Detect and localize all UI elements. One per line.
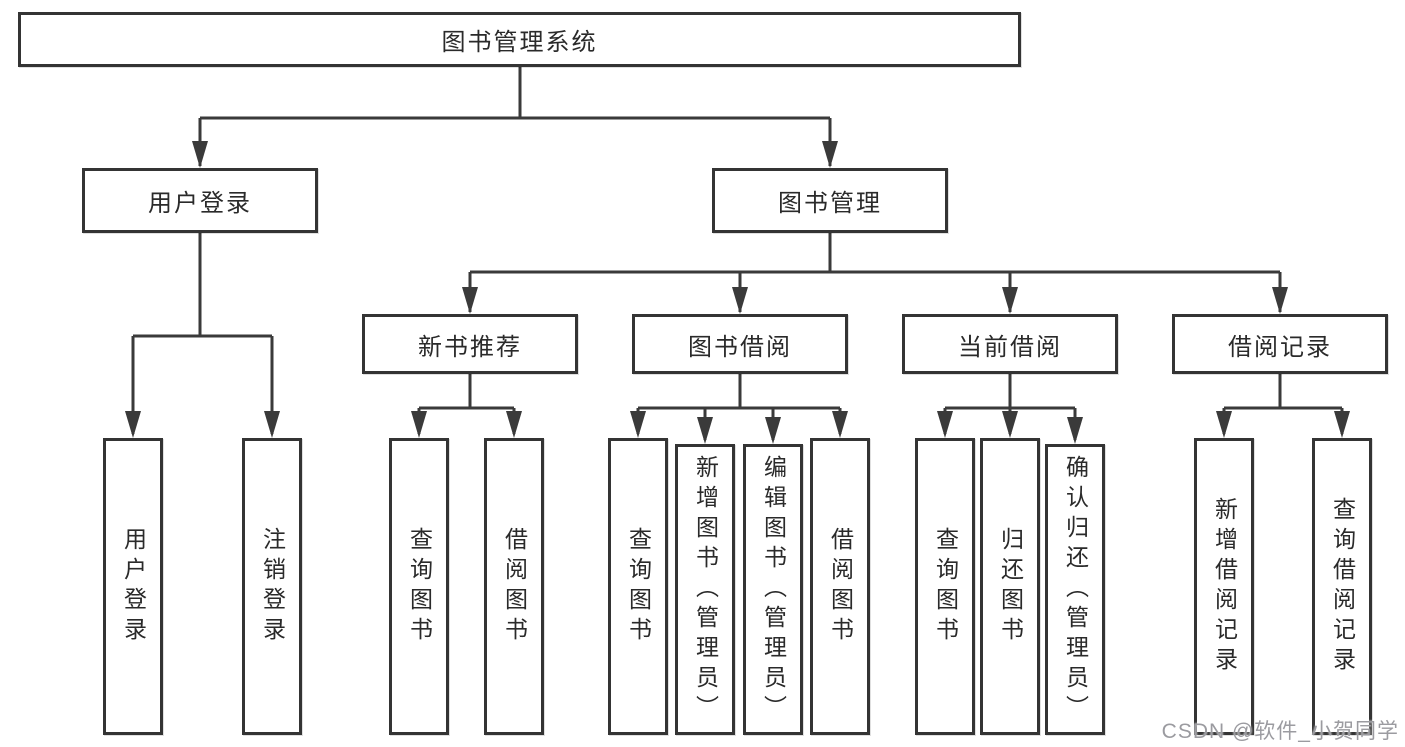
leaf-recommend-query-books: 查询图书: [389, 438, 449, 735]
node-label: 查询图书: [932, 526, 959, 647]
node-label: 图书借阅: [688, 333, 792, 361]
watermark: CSDN @软件_小贺同学: [1161, 720, 1399, 743]
node-label: 用户登录: [148, 190, 252, 217]
leaf-borrow-edit-books-admin: 编辑图书（管理员）: [743, 444, 803, 735]
node-borrowing-records: 借阅记录: [1172, 314, 1388, 374]
leaf-borrow-add-books-admin: 新增图书（管理员）: [675, 444, 735, 735]
leaf-current-confirm-return-admin: 确认归还（管理员）: [1045, 444, 1105, 735]
node-label: 查询图书: [406, 526, 433, 647]
node-new-book-recommendation: 新书推荐: [362, 314, 578, 374]
node-label: 图书管理: [778, 190, 882, 217]
node-user-login: 用户登录: [82, 168, 318, 233]
leaf-recommend-borrow-books: 借阅图书: [484, 438, 544, 735]
node-label: 确认归还（管理员）: [1062, 454, 1089, 725]
node-label: 借阅记录: [1228, 333, 1332, 361]
leaf-logout: 注销登录: [242, 438, 302, 735]
node-label: 借阅图书: [501, 526, 528, 647]
node-current-borrowing: 当前借阅: [902, 314, 1118, 374]
node-label: 新增图书（管理员）: [692, 454, 719, 725]
node-label: 新书推荐: [418, 333, 522, 361]
leaf-records-add-record: 新增借阅记录: [1194, 438, 1254, 735]
node-label: 用户登录: [120, 526, 147, 647]
node-label: 查询图书: [625, 526, 652, 647]
node-label: 编辑图书（管理员）: [760, 454, 787, 725]
node-book-borrowing: 图书借阅: [632, 314, 848, 374]
leaf-user-login: 用户登录: [103, 438, 163, 735]
leaf-borrow-query-books: 查询图书: [608, 438, 668, 735]
leaf-current-return-books: 归还图书: [980, 438, 1040, 735]
node-label: 借阅图书: [827, 526, 854, 647]
leaf-current-query-books: 查询图书: [915, 438, 975, 735]
node-label: 图书管理系统: [441, 29, 598, 56]
leaf-records-query-record: 查询借阅记录: [1312, 438, 1372, 735]
node-book-management: 图书管理: [712, 168, 948, 233]
node-label: 新增借阅记录: [1211, 496, 1238, 677]
node-label: 当前借阅: [958, 333, 1062, 361]
node-label: 归还图书: [997, 526, 1024, 647]
leaf-borrow-borrow-books: 借阅图书: [810, 438, 870, 735]
node-label: 注销登录: [259, 526, 286, 647]
node-label: 查询借阅记录: [1329, 496, 1356, 677]
node-library-management-system: 图书管理系统: [18, 12, 1021, 67]
